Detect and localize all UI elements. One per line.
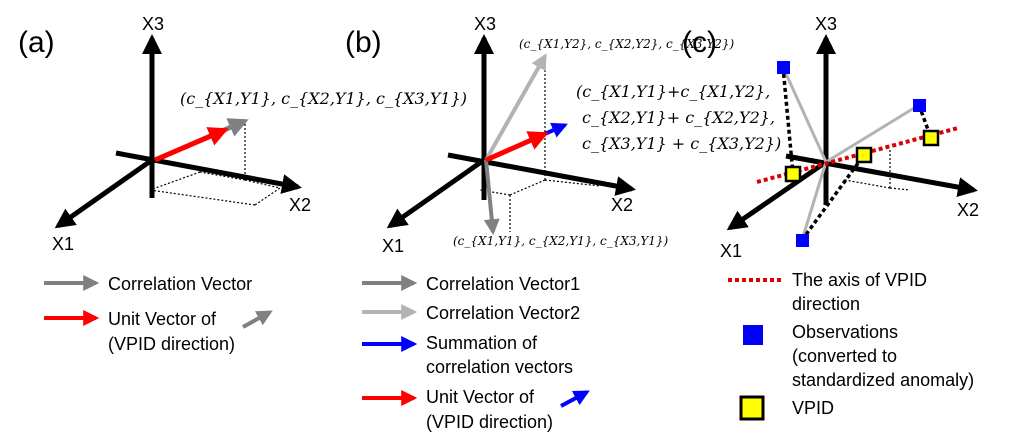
observation-point (796, 234, 809, 247)
unit-vector (154, 127, 229, 163)
correlation-vector-1 (483, 159, 500, 236)
observation-point (913, 99, 926, 112)
vpid-point (784, 165, 802, 183)
panel-b-tag: (b) (345, 26, 382, 59)
panel-b: (b) X3 X2 X1 (c_{X1,Y2}, c_{X2,Y2}, c_{X… (345, 14, 781, 432)
legend-vpid-marker (739, 395, 765, 421)
axis-x3-label: X3 (815, 14, 837, 34)
axis-x2-label: X2 (957, 200, 979, 220)
vpid-point (922, 129, 940, 147)
axis-x1-label: X1 (720, 241, 742, 261)
panel-c-tag: (c) (682, 26, 717, 59)
legend-unit-inline-arrow (242, 310, 273, 329)
legend-vpid-label: VPID (792, 398, 834, 418)
axis-x3-label: X3 (474, 14, 496, 34)
axis-x2 (115, 150, 302, 194)
axis-x1 (386, 157, 486, 229)
legend-unit-inline-arrow (560, 390, 590, 408)
axis-x1 (726, 159, 828, 231)
sum-label-1: (c_{X1,Y1}+c_{X1,Y2}, (576, 82, 770, 101)
axis-x2-label: X2 (611, 195, 633, 215)
axis-x1-label: X1 (52, 234, 74, 254)
sum-label-2: c_{X2,Y1}+ c_{X2,Y2}, (582, 108, 775, 127)
legend-vector1-label: Correlation Vector1 (426, 274, 580, 294)
legend-observation-label-2: (converted to (792, 346, 897, 366)
legend-unit-label-2: (VPID direction) (426, 412, 553, 432)
legend-axis-label-2: direction (792, 294, 860, 314)
legend-observation-marker (743, 325, 763, 345)
sum-label-3: c_{X3,Y1} + c_{X3,Y2}) (582, 134, 781, 153)
vpid-point (855, 146, 873, 164)
legend-observation-label-1: Observations (792, 322, 898, 342)
coord-label-y2: (c_{X1,Y2}, c_{X2,Y2}, c_{X3,Y2}) (519, 37, 735, 51)
axis-x2 (447, 152, 636, 196)
coord-label-a: (c_{X1,Y1}, c_{X2,Y1}, c_{X3,Y1}) (180, 89, 467, 108)
coord-label-y1: (c_{X1,Y1}, c_{X2,Y1}, c_{X3,Y1}) (453, 234, 669, 248)
projection-guides (844, 150, 911, 191)
axis-x1-label: X1 (382, 236, 404, 256)
axis-x2-label: X2 (289, 195, 311, 215)
legend-axis-label-1: The axis of VPID (792, 270, 927, 290)
legend-unit-label-2: (VPID direction) (108, 334, 235, 354)
projection-guides (479, 58, 601, 232)
panel-a: (a) X3 X2 X1 (c_{X1,Y1}, c_{X2,Y1}, c_{X… (18, 14, 467, 354)
observation-vectors (781, 66, 920, 241)
legend-unit-label-1: Unit Vector of (108, 309, 217, 329)
legend-summation-label-1: Summation of (426, 333, 538, 353)
panel-c: (c) X3 X2 X1 (682, 14, 979, 421)
correlation-vector-2 (484, 53, 547, 161)
legend-correlation-label: Correlation Vector (108, 274, 252, 294)
axis-x3-label: X3 (142, 14, 164, 34)
observation-point (777, 61, 790, 74)
unit-vector (484, 131, 549, 163)
axis-x2 (785, 153, 978, 197)
axis-x1 (54, 157, 154, 229)
legend-summation-label-2: correlation vectors (426, 357, 573, 377)
legend-observation-label-3: standardized anomaly) (792, 370, 974, 390)
legend-vector2-label: Correlation Vector2 (426, 303, 580, 323)
legend-unit-label-1: Unit Vector of (426, 387, 535, 407)
panel-a-tag: (a) (18, 26, 55, 59)
